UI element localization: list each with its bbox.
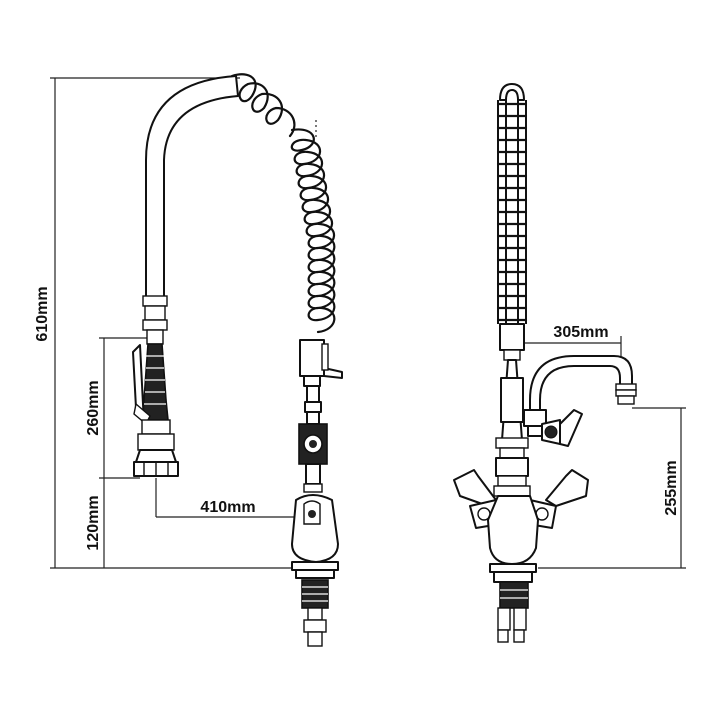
front-view-body (487, 495, 539, 643)
dim-label-610mm: 610mm (34, 286, 51, 341)
side-view-hose (142, 75, 239, 345)
dim-label-120mm: 120mm (85, 495, 102, 550)
dim-label-410mm: 410mm (200, 499, 255, 516)
dimension-lines (50, 77, 686, 569)
front-view-coil-spring (496, 83, 528, 324)
side-view-riser (298, 339, 343, 493)
side-view-coil-spring (230, 73, 336, 334)
dim-label-260mm: 260mm (85, 380, 102, 435)
spray-head (132, 343, 179, 477)
dim-label-305mm: 305mm (553, 324, 608, 341)
front-view-riser (493, 323, 531, 497)
side-view-body (291, 494, 339, 647)
dim-label-255mm: 255mm (663, 460, 680, 515)
front-view-spout (523, 355, 637, 447)
